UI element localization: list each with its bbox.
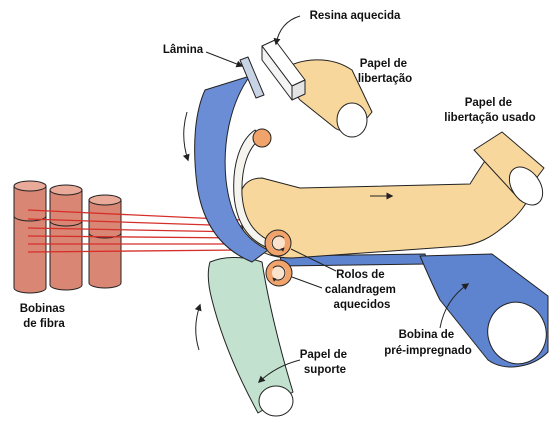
bobbin-top	[14, 181, 46, 191]
belt-direction-arrow-icon	[184, 112, 188, 160]
label-line: Papel de	[465, 97, 512, 109]
roller-hub	[271, 236, 285, 250]
blade-label: Lâmina	[163, 44, 204, 56]
fiber-bobbin-right	[89, 195, 121, 288]
label-line: pré-impregnado	[384, 345, 472, 357]
label-line: Papel de	[360, 58, 407, 70]
label-line: Bobinas	[20, 303, 65, 315]
bobbin-top	[89, 195, 121, 205]
used-release-paper-label: Papel de libertação usado	[444, 97, 535, 124]
release-paper-roll-end	[337, 103, 367, 137]
calendering-roller-top	[265, 230, 291, 256]
backing-direction-arrow-icon	[196, 305, 200, 350]
calendering-rolls-label: Rolos de calandragem aquecidos	[325, 269, 399, 311]
label-line: Rolos de	[336, 269, 385, 281]
fiber-bobbin-left	[14, 181, 46, 293]
release-paper-label: Papel de libertação	[358, 58, 412, 85]
prepreg-roll-label: Bobina de pré-impregnado	[384, 329, 472, 357]
bobbin-body	[50, 190, 82, 290]
leader-heated-resin	[276, 16, 300, 44]
bobbin-top	[50, 185, 82, 195]
label-line: Papel de	[300, 349, 347, 361]
fiber-bobbin-middle	[50, 185, 82, 290]
calendering-roller-bottom	[266, 260, 292, 286]
label-line: de fibra	[23, 318, 65, 330]
label-line: libertação usado	[444, 112, 535, 124]
heated-resin-label: Resina aquecida	[310, 10, 401, 22]
backing-paper-label: Papel de suporte	[300, 349, 351, 376]
roller-hub	[272, 266, 286, 280]
fiber-bobbins-label: Bobinas de fibra	[20, 303, 69, 330]
label-line: calandragem	[325, 284, 396, 296]
backing-paper-roll-end	[259, 386, 293, 416]
leader-blade	[206, 52, 242, 66]
label-line: Bobina de	[399, 329, 455, 341]
guide-roller	[253, 129, 271, 147]
bobbin-body	[14, 186, 46, 293]
leader-calendering-bottom	[292, 277, 322, 288]
label-line: libertação	[358, 73, 412, 85]
label-line: aquecidos	[334, 299, 391, 311]
label-line: suporte	[304, 364, 346, 376]
